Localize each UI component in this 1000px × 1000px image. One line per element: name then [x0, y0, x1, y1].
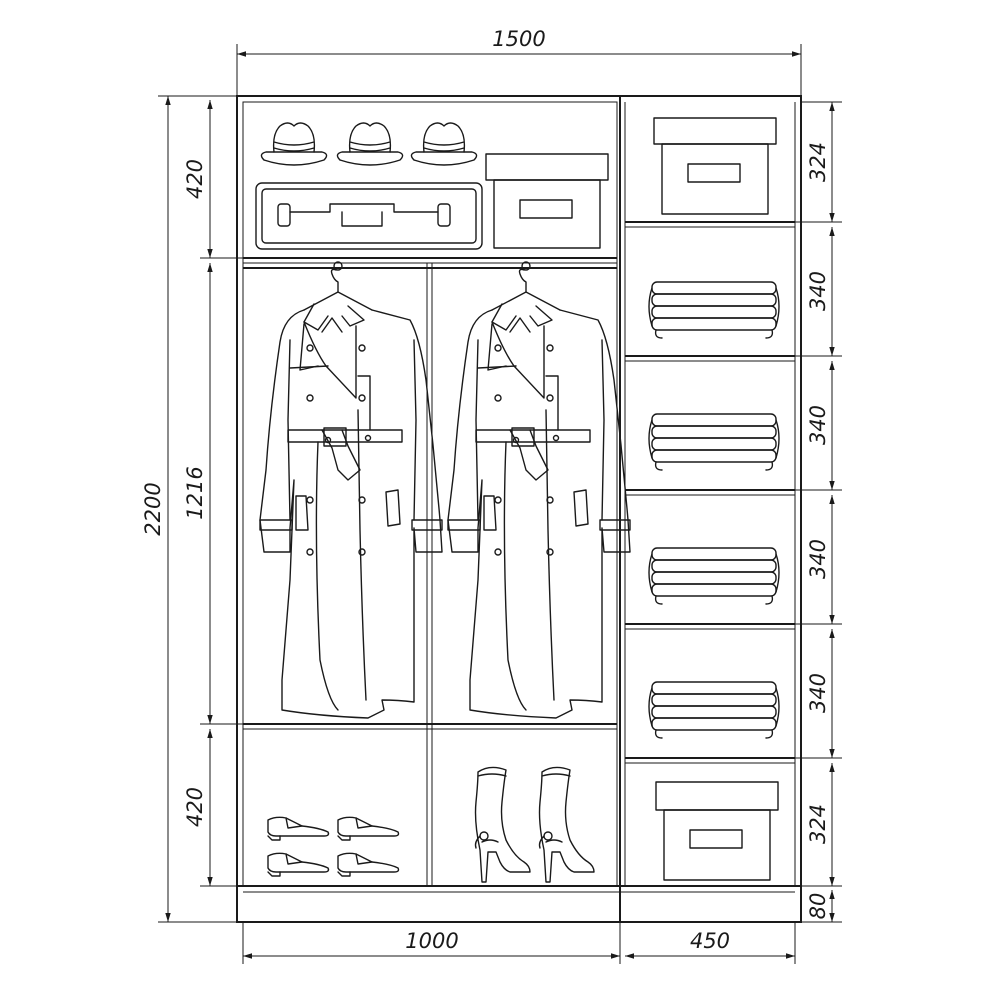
hat-icon [410, 122, 478, 166]
suitcase-icon [255, 182, 483, 250]
dim-left-bottom: 420 [183, 787, 207, 827]
hat-icon [336, 122, 404, 166]
boot-icon [538, 766, 595, 883]
shoe-icon [267, 852, 330, 877]
storage-box-icon [655, 781, 779, 881]
dim-left-middle: 1216 [183, 466, 207, 519]
folded-stack-icon [648, 413, 780, 471]
dimension-lines [158, 44, 842, 964]
boot-icon [474, 766, 531, 883]
hanger-hooks [333, 261, 531, 271]
folded-clothes [648, 281, 780, 739]
coat-icon [259, 268, 443, 719]
dim-left-width: 1000 [405, 929, 458, 953]
coat-icon [447, 268, 631, 719]
hats [260, 122, 478, 166]
dim-right-shelf-1: 324 [806, 142, 830, 182]
dim-total-height: 2200 [141, 482, 165, 535]
storage-box-icon [485, 153, 609, 249]
wardrobe-carcass [236, 95, 802, 923]
dimension-labels: 1500 1000 450 2200 420 1216 420 324 340 … [141, 27, 830, 953]
dim-right-shelf-2: 340 [806, 271, 830, 311]
dim-plinth: 80 [806, 893, 830, 920]
dim-right-shelf-6: 324 [806, 804, 830, 844]
boots [474, 766, 595, 883]
hat-icon [260, 122, 328, 166]
shoe-icon [267, 816, 330, 841]
dim-total-width: 1500 [492, 27, 545, 51]
folded-stack-icon [648, 281, 780, 339]
dim-right-shelf-3: 340 [806, 405, 830, 445]
dim-left-top: 420 [183, 159, 207, 199]
shoes [267, 816, 400, 877]
storage-box-icon [653, 117, 777, 215]
dim-right-width: 450 [690, 929, 730, 953]
dim-right-shelf-4: 340 [806, 539, 830, 579]
shoe-icon [337, 816, 400, 841]
folded-stack-icon [648, 681, 780, 739]
dim-right-shelf-5: 340 [806, 673, 830, 713]
shoe-icon [337, 852, 400, 877]
folded-stack-icon [648, 547, 780, 605]
